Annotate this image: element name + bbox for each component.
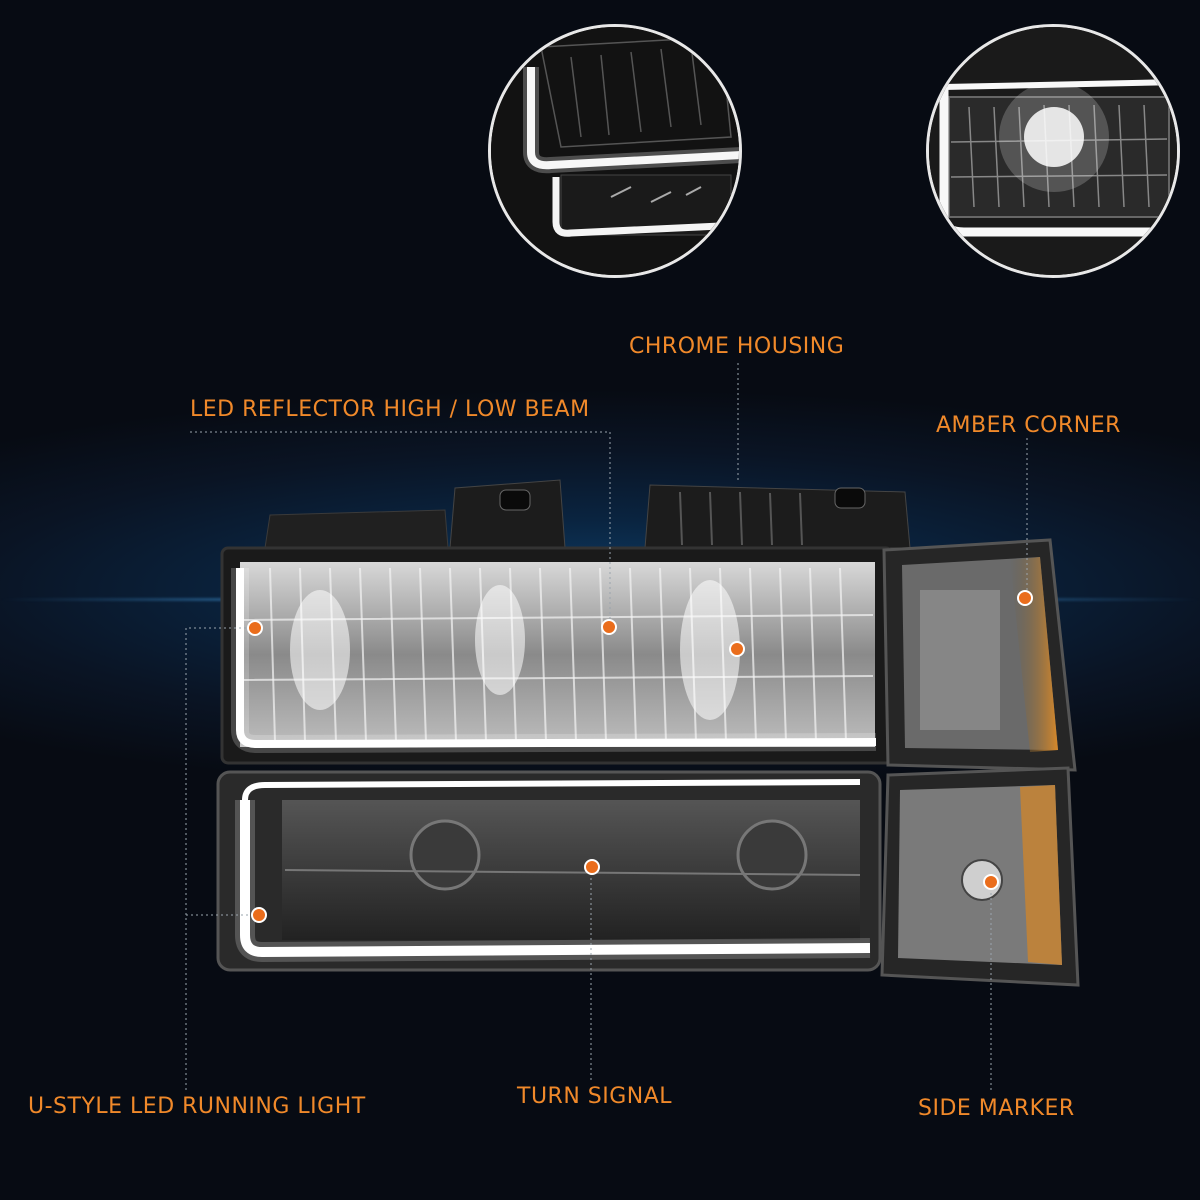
headlight-unit <box>220 546 894 765</box>
callout-led-reflector: LED REFLECTOR HIGH / LOW BEAM <box>190 397 590 422</box>
corner-light-unit <box>882 538 1077 772</box>
zoom-inset-reflector <box>926 24 1180 278</box>
marker-dot-led-reflector-left <box>247 620 263 636</box>
leader-lines <box>185 363 1028 1090</box>
turn-signal-unit <box>216 770 882 972</box>
zoom-inset-led-bar <box>488 24 742 278</box>
callout-turn-signal: TURN SIGNAL <box>517 1084 673 1109</box>
marker-dot-amber-corner <box>1017 590 1033 606</box>
marker-dot-u-style-led <box>251 907 267 923</box>
marker-dot-chrome-housing <box>729 641 745 657</box>
zoom-inset-led-bar-art <box>491 27 739 275</box>
callout-u-style-led: U-STYLE LED RUNNING LIGHT <box>28 1094 366 1119</box>
marker-dot-turn-signal <box>584 859 600 875</box>
marker-dots <box>247 590 1033 923</box>
callout-amber-corner: AMBER CORNER <box>936 413 1121 438</box>
callout-side-marker: SIDE MARKER <box>918 1096 1075 1121</box>
mounting-brackets <box>264 479 911 549</box>
callout-chrome-housing: CHROME HOUSING <box>629 334 845 359</box>
marker-dot-led-reflector <box>601 619 617 635</box>
marker-dot-side-marker <box>983 874 999 890</box>
side-marker-unit <box>880 766 1080 987</box>
